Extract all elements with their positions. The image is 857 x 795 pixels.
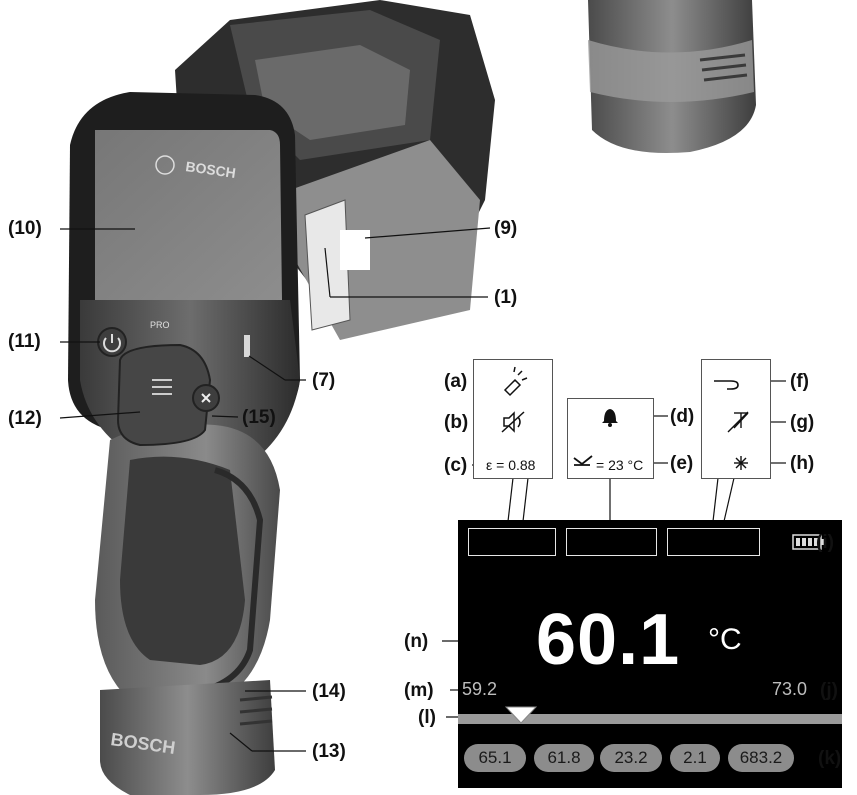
- measured-temperature: 60.1: [536, 600, 681, 680]
- temperature-unit: °C: [708, 623, 742, 656]
- callout-g: (g): [790, 412, 815, 433]
- temperature-scale-bar: [458, 714, 842, 724]
- callout-12: (12): [8, 408, 42, 429]
- alarm-threshold-value: = 23 °C: [596, 457, 644, 473]
- measured-value-pill: 683.2: [728, 744, 794, 772]
- callout-n: (n): [404, 631, 429, 652]
- temp-probe-socket: [244, 335, 250, 357]
- indicator-box-left: [468, 528, 556, 556]
- callout-m: (m): [404, 680, 434, 701]
- callout-j: (j): [820, 680, 838, 701]
- brand-mark: BOSCH: [185, 158, 237, 181]
- callout-e: (e): [670, 453, 694, 474]
- indicator-box-right: [667, 528, 760, 556]
- callout-h: (h): [790, 453, 815, 474]
- measured-value-pill: 2.1: [670, 744, 720, 772]
- battery-pack: [100, 680, 275, 795]
- callout-15: (15): [242, 407, 276, 428]
- pro-label: PRO: [150, 320, 170, 330]
- scale-min-value: 59.2: [462, 679, 498, 699]
- callout-1: (1): [494, 287, 518, 308]
- callout-b: (b): [444, 412, 469, 433]
- callout-11: (11): [8, 331, 41, 352]
- indicator-box-middle: [566, 528, 657, 556]
- callout-10: (10): [8, 218, 42, 239]
- scale-pointer-icon: [505, 706, 538, 724]
- measured-value-pill: 65.1: [464, 744, 526, 772]
- callout-7: (7): [312, 370, 336, 391]
- callout-9: (9): [494, 218, 518, 239]
- callout-l: (l): [418, 707, 436, 728]
- emissivity-value: ε = 0.88: [486, 457, 536, 473]
- callout-d: (d): [670, 406, 695, 427]
- measured-value-pill: 61.8: [534, 744, 594, 772]
- screen-glass: [95, 130, 282, 300]
- callout-13: (13): [312, 741, 346, 762]
- callout-a: (a): [444, 371, 468, 392]
- callout-c: (c): [444, 455, 468, 476]
- battery-inset: [588, 0, 756, 154]
- battery-level-icon: [792, 534, 824, 550]
- popup-mode-right: [701, 359, 771, 479]
- callout-f: (f): [790, 371, 809, 392]
- scale-max-value: 73.0: [772, 679, 808, 699]
- callout-14: (14): [312, 681, 346, 702]
- callout-i: (i): [816, 532, 834, 553]
- callout-k: (k): [818, 748, 842, 769]
- measured-value-pill: 23.2: [600, 744, 662, 772]
- type-plate: [340, 230, 370, 270]
